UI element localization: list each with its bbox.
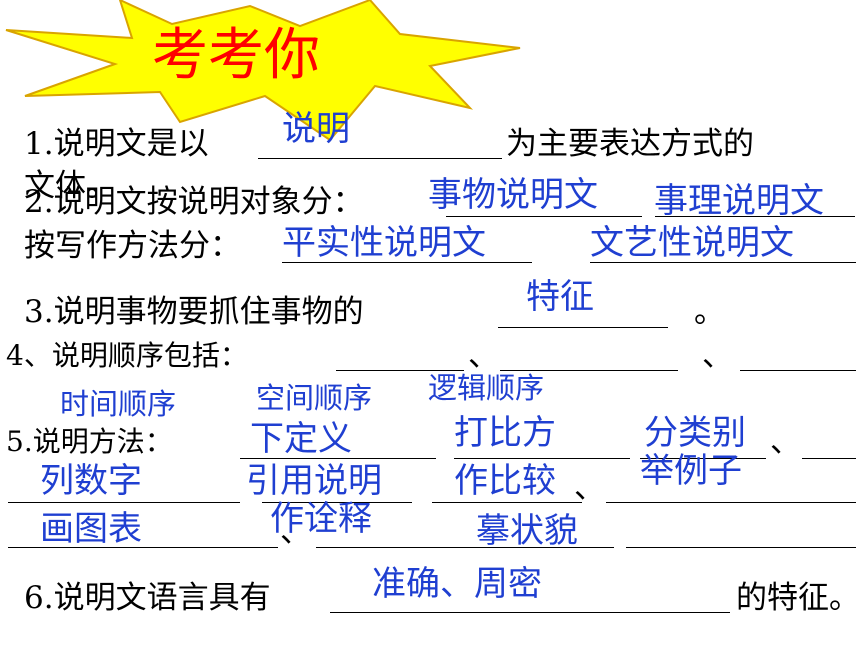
q4-prefix: 4、说明顺序包括： [6,339,248,372]
q1-blank [258,158,502,159]
q4-blank-2 [500,370,678,371]
q5-answer-8: 画图表 [40,509,142,549]
q5-sep-row1: 、 [770,424,801,460]
star-shape [5,0,521,140]
q5-blank-11 [626,547,856,548]
q4-blank-3 [740,370,856,371]
q4-answer-2: 空间顺序 [256,381,373,415]
q4-sep-2: 、 [702,338,733,374]
title-star-burst [5,0,521,140]
q5-blank-1 [240,458,436,459]
q2-answer-1: 事物说明文 [428,175,598,215]
q5-answer-5: 引用说明 [246,461,382,501]
q5-blank-7 [432,502,582,503]
q5-answer-1: 下定义 [250,419,352,459]
q6-prefix: 6.说明文语言具有 [24,580,271,616]
q5-blank-10 [316,547,614,548]
q3-prefix: 3.说明事物要抓住事物的 [24,294,364,330]
q1-wrap: 文体。 [24,168,117,204]
q1-suffix: 为主要表达方式的 [506,126,754,162]
q2-blank-4 [590,262,856,263]
q2-answer-3: 平实性说明文 [282,223,486,263]
q5-sep-row2: 、 [574,470,605,506]
q5-blank-6 [262,502,412,503]
page-title: 考考你 [152,23,320,88]
q3-answer: 特征 [526,277,594,317]
q5-blank-5 [8,502,240,503]
q3-suffix: 。 [694,294,725,330]
q5-answer-9: 作诠释 [270,499,372,539]
q5-answer-3: 分类别 [644,413,746,453]
q5-blank-9 [8,547,278,548]
q5-sep-row3: 、 [280,514,311,550]
q5-answer-7: 举例子 [640,451,742,491]
q2-blank-3 [282,262,532,263]
q5-blank-3 [640,458,766,459]
q5-answer-4: 列数字 [40,461,142,501]
q1-answer: 说明 [282,109,350,149]
q5-answer-10: 摹状貌 [476,511,578,551]
q2-answer-2: 事理说明文 [654,181,824,221]
q3-blank [498,327,668,328]
q1-prefix: 1.说明文是以 [24,126,209,162]
q6-suffix: 的特征。 [736,580,860,616]
q5-prefix: 5.说明方法： [6,425,173,458]
q4-blank-1 [336,370,464,371]
q5-blank-2 [454,458,630,459]
q5-answer-6: 作比较 [454,461,556,501]
q2-answer-4: 文艺性说明文 [590,223,794,263]
q2-blank-2 [655,216,855,217]
q2-prefix: 2.说明文按说明对象分： [24,184,364,220]
q6-blank [330,612,730,613]
q2-line2-prefix: 按写作方法分： [24,228,241,264]
q4-answer-3: 逻辑顺序 [428,371,545,405]
q4-answer-1: 时间顺序 [60,387,177,421]
q6-answer: 准确、周密 [372,564,542,604]
q5-blank-4 [802,458,856,459]
q5-answer-2: 打比方 [454,413,556,453]
q2-blank-1 [446,216,642,217]
q4-sep-1: 、 [468,338,499,374]
q5-blank-8 [606,502,856,503]
